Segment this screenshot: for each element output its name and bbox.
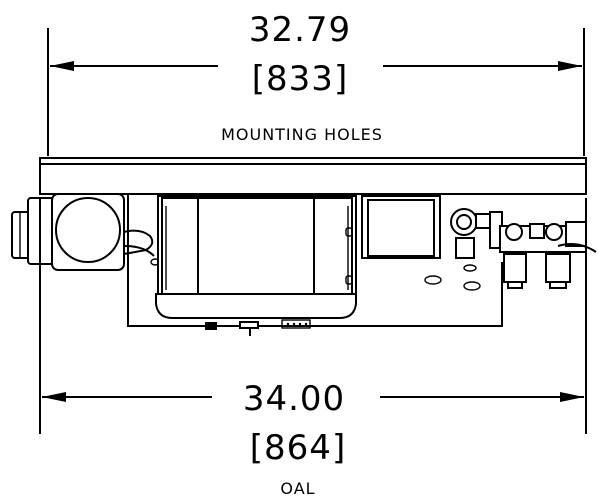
regulator-2 <box>545 253 571 283</box>
junction-cover <box>55 197 121 263</box>
terminal-strip <box>281 319 311 329</box>
right-arrowhead <box>558 61 582 71</box>
mounting-holes-label: MOUNTING HOLES <box>221 125 383 144</box>
gauge-stem <box>455 237 475 259</box>
oal-mm: [864] <box>250 428 346 468</box>
base-slot-3 <box>463 264 477 272</box>
left-arrowhead <box>50 61 74 71</box>
valve-2 <box>545 223 563 241</box>
junction-cable-2 <box>123 245 155 257</box>
motor-body <box>197 197 315 295</box>
base-slot-2 <box>463 281 481 291</box>
control-box-inner <box>367 199 435 257</box>
junction-cable <box>123 229 154 255</box>
mounting-holes-dimension: 32.79 [833] MOUNTING HOLES <box>47 10 585 156</box>
motor-foot-1 <box>205 322 217 330</box>
mounting-holes-mm: [833] <box>252 59 348 99</box>
motor-base <box>155 293 357 319</box>
motor-bolt-2 <box>345 275 353 285</box>
mounting-plate <box>39 157 587 195</box>
mounting-holes-inches: 32.79 <box>249 10 351 50</box>
base-plate-outline <box>127 194 503 327</box>
gauge-inner <box>456 214 472 230</box>
regulator-2-base <box>549 281 567 289</box>
oal-left-arrowhead <box>42 392 66 402</box>
valve-tee <box>529 223 545 239</box>
oal-label: OAL <box>280 479 315 498</box>
oal-right-arrowhead <box>560 392 584 402</box>
motor-bolt-1 <box>345 227 353 237</box>
valve-1 <box>505 223 523 241</box>
motor-foot-2 <box>239 321 259 329</box>
oal-inches: 34.00 <box>243 379 345 419</box>
manifold-right <box>565 221 587 247</box>
regulator-1-base <box>507 281 523 289</box>
motor-assembly <box>155 195 357 336</box>
regulator-1 <box>503 253 527 283</box>
control-box <box>361 195 441 259</box>
right-tube <box>557 243 597 253</box>
right-fittings <box>450 208 597 289</box>
motor-left-flange <box>161 197 201 297</box>
base-plate <box>127 194 503 327</box>
junction-box <box>11 193 155 271</box>
base-slot-1 <box>424 275 442 285</box>
overall-length-dimension: 34.00 [864] OAL <box>39 198 587 498</box>
gauge-tee <box>475 213 491 229</box>
